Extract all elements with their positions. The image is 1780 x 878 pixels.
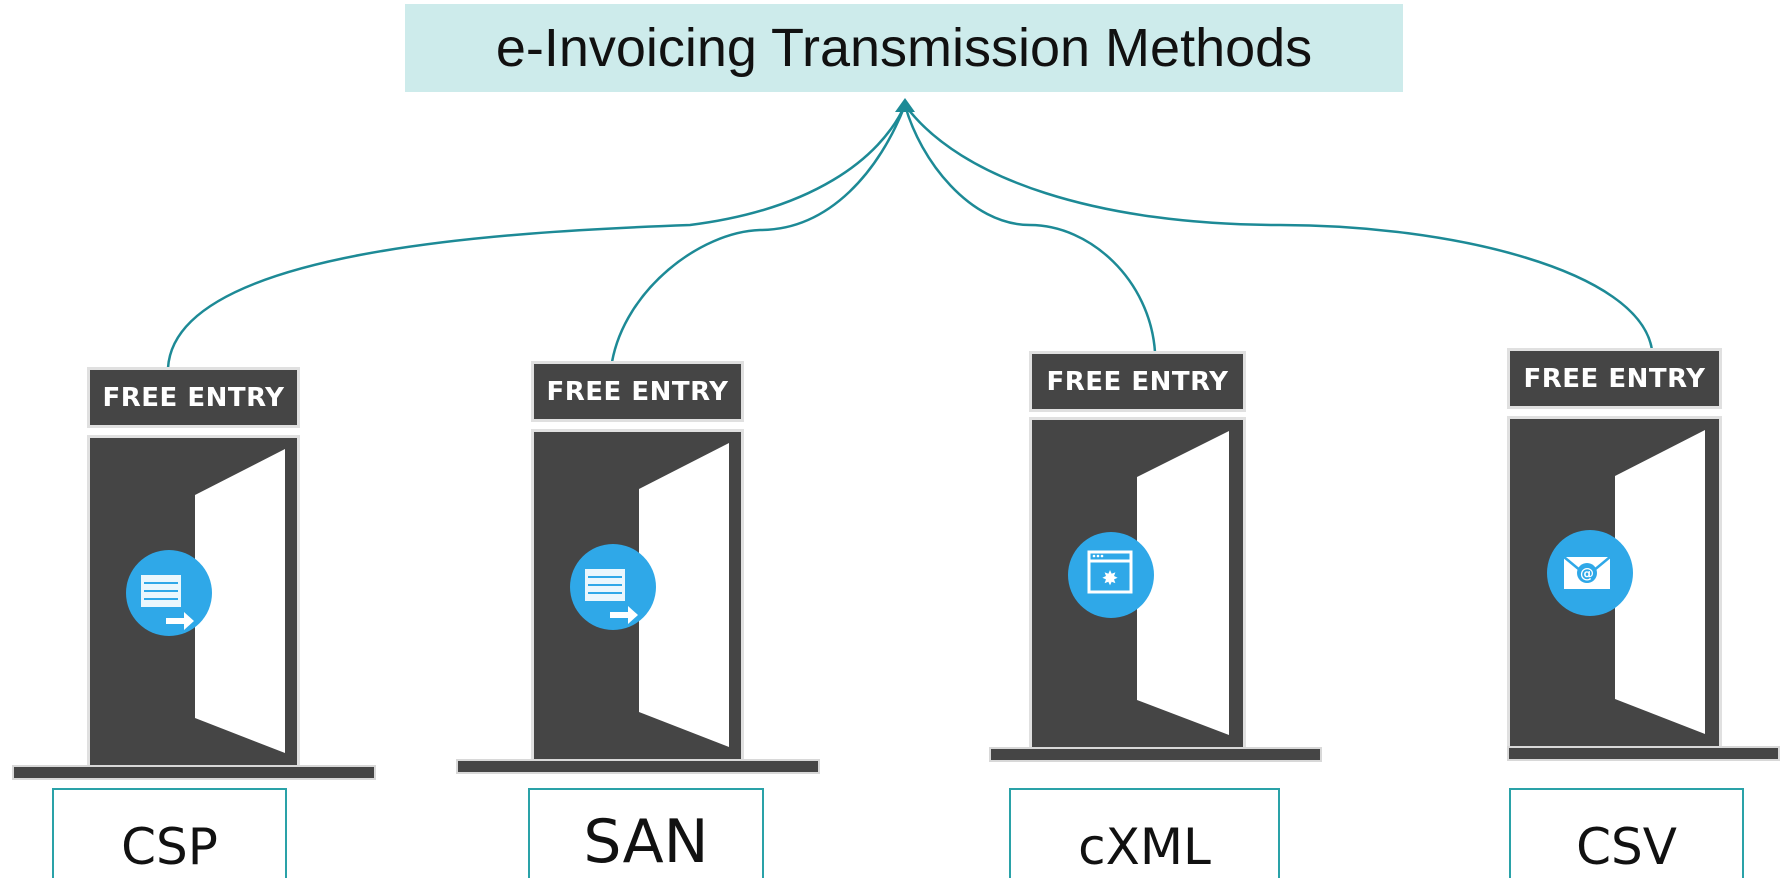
- label-box-san: SAN: [528, 788, 764, 878]
- browser-window-icon: ✸: [1068, 532, 1154, 618]
- label-box-cxml: cXML: [1009, 788, 1280, 878]
- connector-csp: [166, 104, 907, 369]
- svg-text:✸: ✸: [1102, 566, 1119, 590]
- arrowhead-icon: [895, 98, 915, 112]
- door-floor-csp: [12, 765, 376, 780]
- door-floor-cxml: [989, 747, 1322, 762]
- door-floor-csv: [1507, 746, 1780, 761]
- label-san: SAN: [583, 807, 709, 877]
- email-at-icon: @: [1547, 530, 1633, 616]
- invoice-arrow-icon: [570, 544, 656, 630]
- diagram-title-box: e-Invoicing Transmission Methods: [405, 4, 1403, 92]
- svg-text:@: @: [1580, 566, 1594, 582]
- door-floor-san: [456, 759, 820, 774]
- label-csv: CSV: [1576, 818, 1677, 876]
- label-cxml: cXML: [1078, 818, 1211, 876]
- invoice-arrow-icon: [126, 550, 212, 636]
- connector-csv: [903, 104, 1654, 351]
- diagram-title: e-Invoicing Transmission Methods: [495, 18, 1313, 78]
- door-sign-csp: FREE ENTRY: [87, 367, 300, 428]
- label-csp: CSP: [121, 818, 218, 876]
- label-box-csp: CSP: [52, 788, 287, 878]
- door-sign-san: FREE ENTRY: [531, 361, 744, 422]
- connector-cxml: [903, 104, 1157, 353]
- door-sign-cxml: FREE ENTRY: [1029, 351, 1246, 412]
- connector-san: [610, 104, 907, 363]
- door-sign-csv: FREE ENTRY: [1507, 348, 1722, 409]
- label-box-csv: CSV: [1509, 788, 1744, 878]
